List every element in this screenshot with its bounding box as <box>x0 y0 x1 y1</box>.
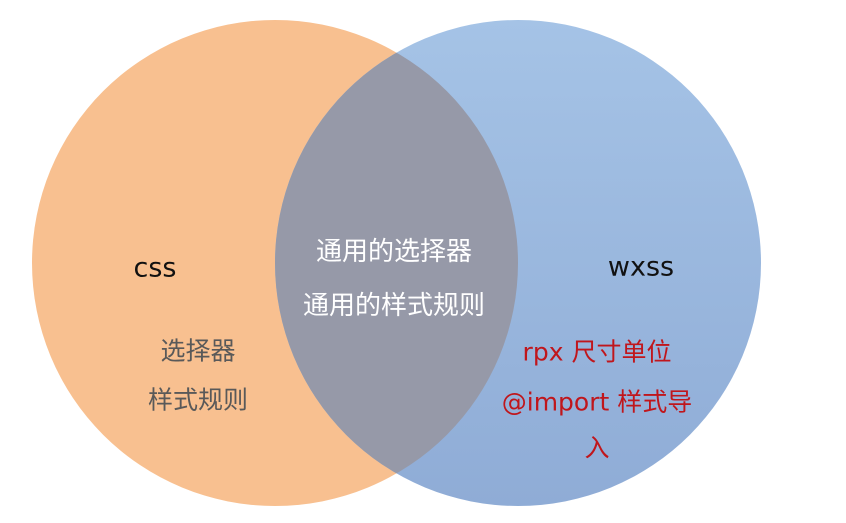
intersection-item-selector: 通用的选择器 <box>315 237 473 267</box>
intersection-region <box>275 20 518 506</box>
intersection-item-style-rules: 通用的样式规则 <box>302 291 486 321</box>
right-item-import: @import 样式导 <box>501 387 693 417</box>
right-set-title: wxss <box>607 251 675 283</box>
left-item-selector: 选择器 <box>160 336 236 366</box>
left-item-style-rules: 样式规则 <box>147 385 249 415</box>
right-item-import-cont: 入 <box>584 433 610 463</box>
right-item-rpx-unit: rpx 尺寸单位 <box>522 337 672 367</box>
left-set-title: css <box>133 252 177 284</box>
